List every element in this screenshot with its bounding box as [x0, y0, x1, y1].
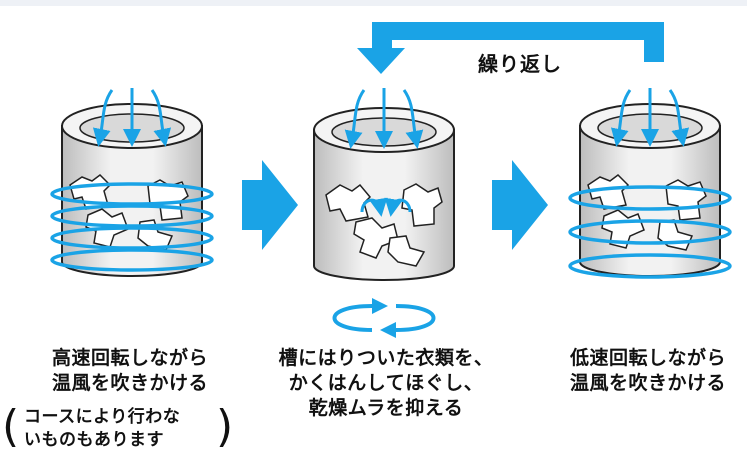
- rotation-icon: [332, 298, 436, 338]
- step-3-caption: 低速回転しながら 温風を吹きかける: [558, 346, 738, 396]
- step-3-caption-line-1: 低速回転しながら: [569, 347, 726, 369]
- step-1-caption-line-1: 高速回転しながら: [51, 347, 208, 369]
- top-band: [0, 0, 747, 6]
- note-close-paren: ): [216, 401, 234, 452]
- note-open-paren: (: [2, 401, 20, 452]
- course-note-line-2: いものもあります: [24, 430, 164, 450]
- drum-1: [50, 88, 214, 277]
- right-arrow-icon: [242, 160, 298, 250]
- step-2-caption-line-3: 乾燥ムラを抑える: [308, 397, 464, 419]
- right-arrow-icon: [492, 160, 548, 250]
- drum-2: [313, 88, 455, 281]
- course-note: コースにより行わな いものもあります: [24, 406, 180, 452]
- step-2-caption-line-2: かくはんしてほぐし、: [288, 372, 484, 394]
- step-3-caption-line-2: 温風を吹きかける: [569, 372, 726, 394]
- drum-3: [568, 88, 732, 279]
- step-1-caption-line-2: 温風を吹きかける: [51, 372, 208, 394]
- repeat-arrow-icon: [357, 22, 664, 74]
- course-note-line-1: コースにより行わな: [24, 407, 181, 427]
- step-2-caption: 槽にはりついた衣類を、 かくはんしてほぐし、 乾燥ムラを抑える: [268, 346, 504, 421]
- step-2-caption-line-1: 槽にはりついた衣類を、: [278, 347, 494, 369]
- repeat-label: 繰り返し: [478, 52, 562, 76]
- step-1-caption: 高速回転しながら 温風を吹きかける: [40, 346, 220, 396]
